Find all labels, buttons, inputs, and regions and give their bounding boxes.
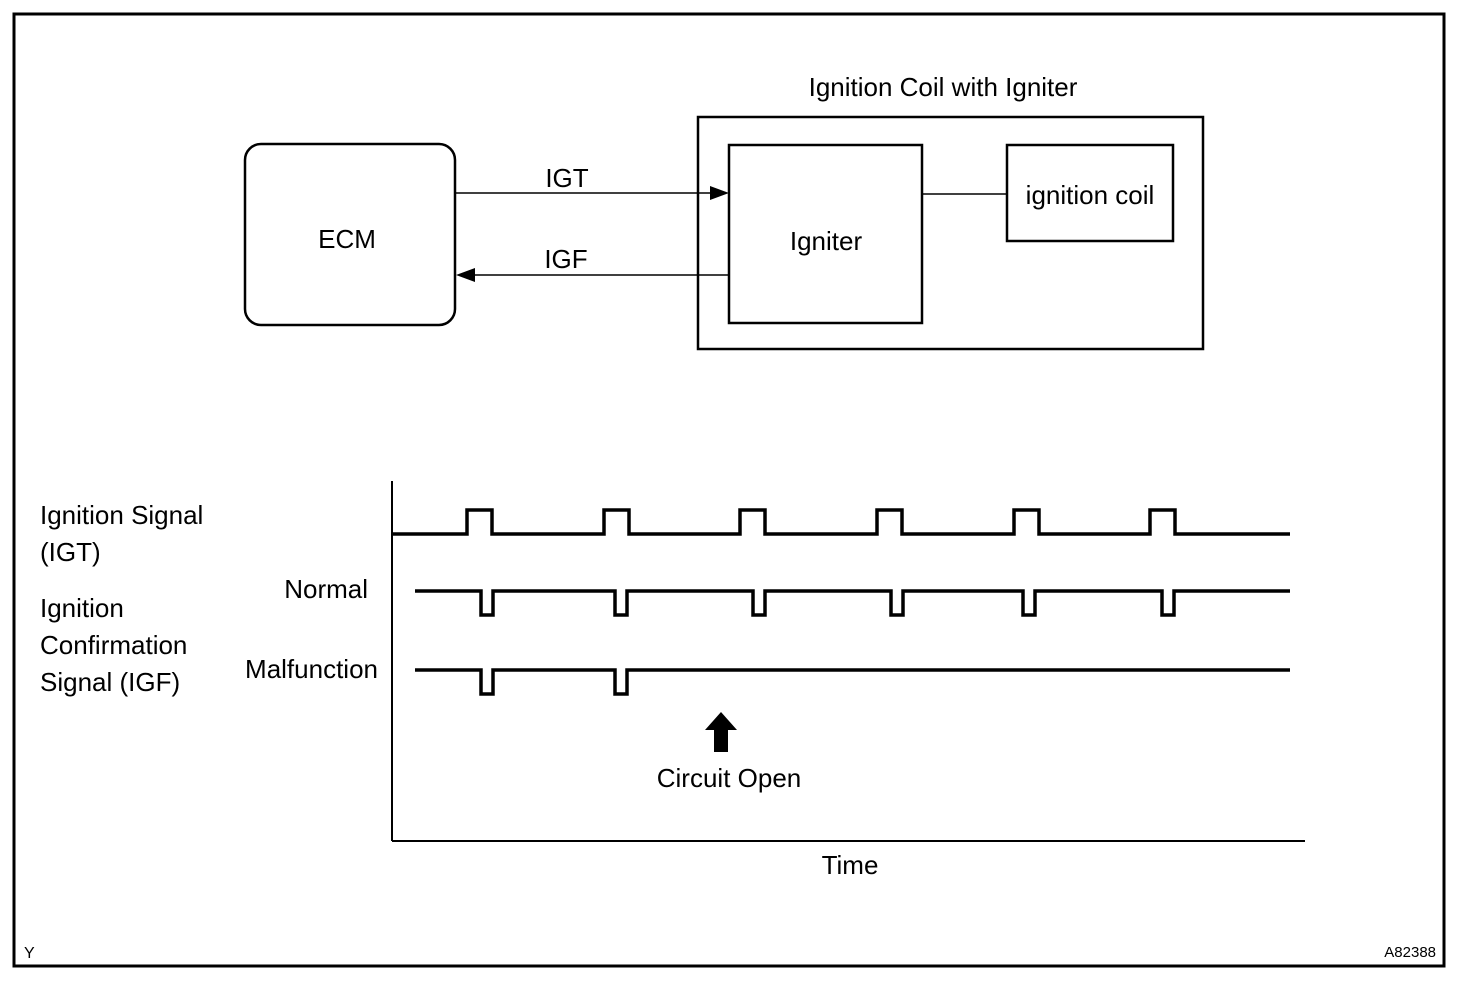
ecm-block: ECM [243,142,457,327]
malfunction-row-label: Malfunction [245,654,378,684]
footer-left-code: Y [24,945,35,962]
igf-normal-waveform [415,589,1290,617]
igf-row-label-line1: Ignition [40,593,124,623]
circuit-open-label: Circuit Open [657,763,802,793]
igf-row-label-line3: Signal (IGF) [40,667,180,697]
igf-signal-arrow: IGF [456,244,729,282]
igf-row-label-line2: Confirmation [40,630,187,660]
igniter-block: Igniter [727,143,924,325]
igt-row-label-line2: (IGT) [40,537,101,567]
module-title: Ignition Coil with Igniter [809,72,1078,102]
igf-arrow-label: IGF [544,244,587,274]
x-axis-label: Time [822,850,879,880]
igt-waveform [392,508,1290,536]
igt-arrow-label: IGT [545,163,588,193]
ignition-coil-label: ignition coil [1026,180,1155,210]
ignition-coil-module-box [696,115,1205,351]
circuit-open-arrow [705,712,737,752]
igniter-label: Igniter [790,226,863,256]
normal-row-label: Normal [284,574,368,604]
igt-signal-arrow: IGT [455,163,729,200]
igf-malfunction-waveform [415,668,1290,696]
figure-id: A82388 [1384,944,1436,961]
ecm-label: ECM [318,224,376,254]
igt-row-label-line1: Ignition Signal [40,500,203,530]
outer-frame [12,12,1446,968]
ignition-coil-block: ignition coil [1005,143,1175,243]
